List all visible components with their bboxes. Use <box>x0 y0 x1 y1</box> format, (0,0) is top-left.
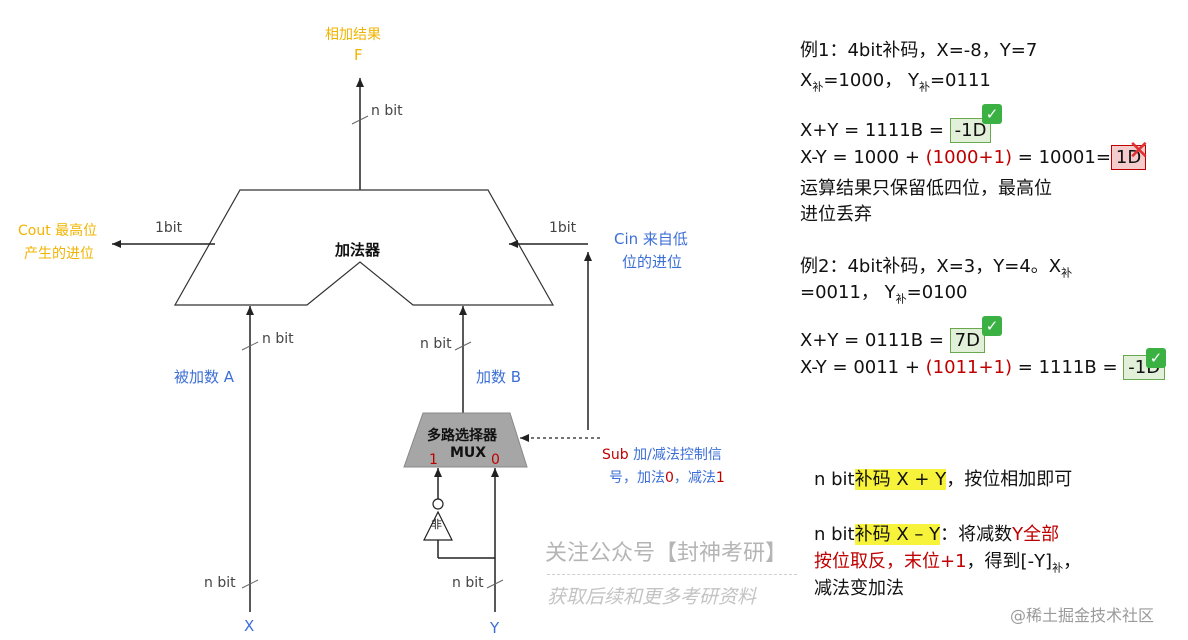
nbit-tick-a <box>241 341 259 351</box>
ex1-add-check-icon: ✓ <box>982 104 1002 124</box>
ex1-x-val: =1000， Y <box>823 70 919 91</box>
cin-label-line1: Cin 来自低 <box>614 230 688 248</box>
ex1-sub: X-Y = 1000 + (1000+1) = 10001=1D <box>800 145 1147 170</box>
ex2-x-sub: 补 <box>1061 266 1073 280</box>
mux-block <box>403 412 528 468</box>
not-gate <box>423 510 453 541</box>
ex1-add-expr: X+Y = 1111B = <box>800 120 950 141</box>
ex1-title: 例1：4bit补码，X=-8，Y=7 <box>800 40 1038 61</box>
ex2-add-result: 7D <box>949 328 985 353</box>
not-gate-bubble <box>432 498 444 510</box>
sub-desc-1: 加/减法控制信 <box>628 447 722 463</box>
sub-desc-2: 号，加法 <box>609 470 665 486</box>
rule-sub-line3: 减法变加法 <box>814 578 904 599</box>
ex1-note-line2: 进位丢弃 <box>800 204 872 225</box>
mux-input-1: 1 <box>429 452 438 468</box>
ex2-add-check-icon: ✓ <box>982 316 1002 336</box>
onebit-label-cout: 1bit <box>155 220 183 236</box>
nbit-label-y: n bit <box>452 575 484 591</box>
addend-b-label: 加数 B <box>476 368 522 386</box>
rule-sub-invert: 按位取反，末位+1 <box>814 551 967 572</box>
ex1-sub-expr: X-Y = 1000 + <box>800 147 926 168</box>
nbit-label-x: n bit <box>204 575 236 591</box>
cout-label-line1: Cout 最高位 <box>18 223 98 239</box>
addend-a-label: 被加数 A <box>174 368 235 386</box>
ex2-add: X+Y = 0111B = 7D <box>800 328 985 353</box>
ex2-sub-complement: (1011+1) <box>925 357 1013 378</box>
ex2-y-val: =0100 <box>906 282 968 303</box>
ex2-sub: X-Y = 0011 + (1011+1) = 1111B = -1D <box>800 355 1166 380</box>
rule-add-highlight: 补码 X + Y <box>854 469 947 490</box>
ex2-sub-expr: X-Y = 0011 + <box>800 357 926 378</box>
ex2-add-expr: X+Y = 0111B = <box>800 330 950 351</box>
rule-sub-highlight: 补码 X – Y <box>854 524 941 545</box>
ex1-sub-sum: = 10001= <box>1012 147 1111 168</box>
mux-label-line1: 多路选择器 <box>427 428 497 444</box>
ex1-add-result: -1D <box>949 118 992 143</box>
rule-sub-text: ：将减数 <box>940 524 1013 545</box>
sub-sub-value: 1 <box>715 470 725 486</box>
ex2-title-text: 例2：4bit补码，X=3，Y=4。X <box>800 256 1062 277</box>
rule-add-text: ，按位相加即可 <box>946 469 1073 490</box>
rule-add: n bit补码 X + Y，按位相加即可 <box>814 465 1072 491</box>
ex1-sub-cross-icon: ✕ <box>1128 136 1150 166</box>
not-gate-label: 非 <box>431 518 442 531</box>
ex1-note-line1: 运算结果只保留低四位，最高位 <box>800 178 1052 199</box>
ex2-values: =0011， Y补=0100 <box>800 278 968 307</box>
sub-add-value: 0 <box>665 470 674 486</box>
rule-sub-red: Y全部 <box>1012 524 1060 545</box>
nbit-tick-y <box>486 579 504 589</box>
nbit-label-f: n bit <box>371 103 403 119</box>
nbit-tick-f <box>351 115 369 125</box>
cout-label-line2: 产生的进位 <box>24 246 94 262</box>
sub-label-line2: 号，加法0，减法1 <box>609 467 725 487</box>
mux-label-line2: MUX <box>450 445 487 461</box>
ex2-y-sub: 补 <box>895 292 907 306</box>
watermark-follow: 关注公众号【封神考研】 <box>545 541 788 566</box>
ex1-x: X <box>800 70 813 91</box>
rule-sub-prefix: n bit <box>814 524 855 545</box>
mux-input-0: 0 <box>491 452 500 468</box>
watermark-juejin: @稀土掘金技术社区 <box>1010 606 1155 625</box>
ex1-x-sub: 补 <box>812 80 824 94</box>
nbit-label-b: n bit <box>420 336 452 352</box>
watermark-resources: 获取后续和更多考研资料 <box>547 586 757 608</box>
ex2-title: 例2：4bit补码，X=3，Y=4。X补 <box>800 252 1072 281</box>
output-title: 相加结果 <box>325 27 381 43</box>
nbit-label-a: n bit <box>262 331 294 347</box>
ex1-add: X+Y = 1111B = -1D <box>800 118 992 143</box>
rule-sub-result: ，得到[-Y] <box>966 551 1053 572</box>
rule-sub-complement-sub: 补 <box>1052 561 1064 575</box>
sub-signal-name: Sub <box>602 447 629 463</box>
rule-sub-line2: 按位取反，末位+1，得到[-Y]补， <box>814 547 1081 576</box>
rule-add-prefix: n bit <box>814 469 855 490</box>
sub-label-line1: Sub 加/减法控制信 <box>602 444 722 464</box>
ex1-y-sub: 补 <box>918 80 930 94</box>
adder-block <box>173 189 555 306</box>
sub-desc-3: ，减法 <box>673 470 716 486</box>
input-x-label: X <box>244 617 255 635</box>
ex1-values: X补=1000， Y补=0111 <box>800 66 991 95</box>
ex2-sub-check-icon: ✓ <box>1146 348 1166 368</box>
ex2-sub-sum: = 1111B = <box>1012 357 1124 378</box>
input-y-label: Y <box>490 619 500 637</box>
ex2-x-val: =0011， Y <box>800 282 896 303</box>
ex1-sub-complement: (1000+1) <box>925 147 1013 168</box>
onebit-label-cin: 1bit <box>549 220 577 236</box>
adder-label: 加法器 <box>335 241 381 259</box>
nbit-tick-x <box>241 579 259 589</box>
output-var: F <box>354 46 363 64</box>
watermark-divider <box>547 574 797 575</box>
rule-sub-comma: ， <box>1063 551 1082 572</box>
ex1-sub-result: 1D <box>1110 145 1147 170</box>
nbit-tick-b <box>454 341 472 351</box>
ex1-y-val: =0111 <box>929 70 991 91</box>
rule-sub-line1: n bit补码 X – Y：将减数Y全部 <box>814 520 1059 546</box>
cin-label-line2: 位的进位 <box>622 253 683 271</box>
